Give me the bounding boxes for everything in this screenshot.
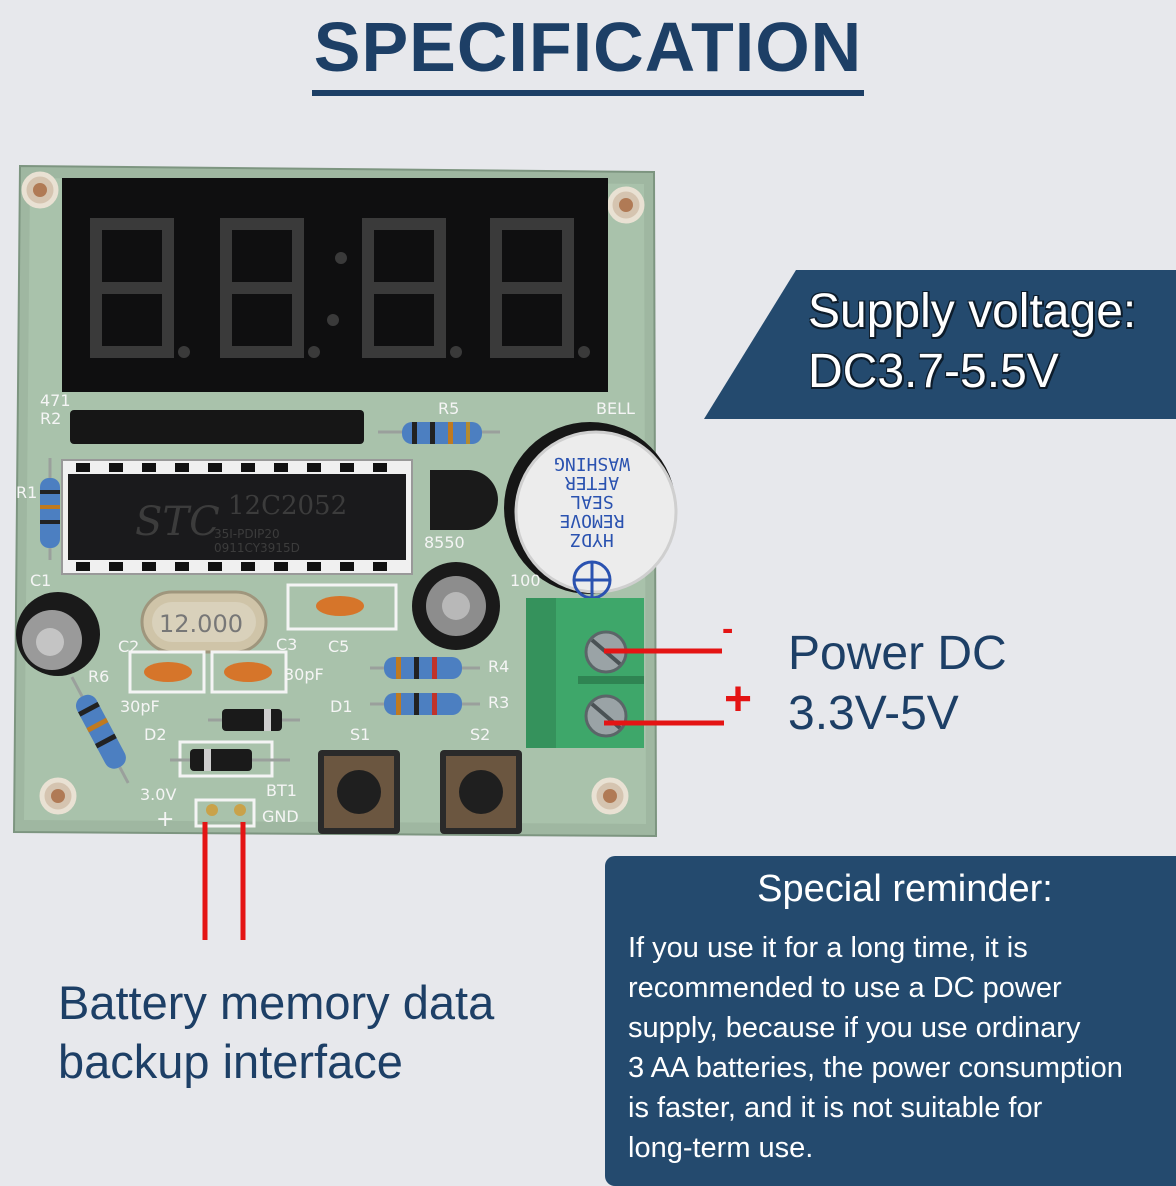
silk-bell: BELL	[596, 399, 635, 418]
buzzer-text-line: AFTER	[565, 472, 619, 493]
supply-voltage-panel	[704, 270, 1176, 419]
ic-pin	[109, 463, 123, 472]
chip-brand-text: STC	[135, 499, 220, 545]
battery-pads	[206, 804, 246, 816]
ic-pin	[373, 463, 387, 472]
crystal-oscillator	[140, 590, 268, 654]
silk-plus: +	[156, 807, 174, 832]
silk-c1: C1	[30, 571, 51, 590]
silk-3v: 3.0V	[140, 785, 176, 804]
ic-pin	[274, 562, 288, 571]
silk-100: 100	[510, 571, 541, 590]
ic-pin	[208, 463, 222, 472]
ic-chip	[68, 474, 406, 560]
reminder-title: Special reminder:	[757, 868, 1053, 910]
silk-r5: R5	[438, 399, 459, 418]
ic-pin	[109, 562, 123, 571]
silk-471: 471	[40, 391, 71, 410]
supply-voltage-title: Supply voltage:	[808, 285, 1137, 338]
silk-d2: D2	[144, 725, 167, 744]
silk-8550: 8550	[424, 533, 465, 552]
silk-r1: R1	[16, 483, 37, 502]
ic-pin	[76, 463, 90, 472]
capacitor-100uf	[412, 562, 500, 650]
push-button-s2	[440, 750, 522, 834]
ic-pin	[241, 463, 255, 472]
crystal-label: 12.000	[159, 610, 243, 638]
chip-model-text: 12C2052	[228, 491, 347, 521]
chip-sub1-text: 35I-PDIP20	[214, 527, 280, 541]
supply-voltage-label: Supply voltage: DC3.7-5.5V	[808, 282, 1136, 402]
annotation-lines	[202, 648, 724, 940]
push-button-s1	[318, 750, 400, 834]
ic-pin	[142, 562, 156, 571]
silk-s2: S2	[470, 725, 490, 744]
buzzer-text-line: REMOVE	[559, 510, 624, 531]
ic-pin	[307, 562, 321, 571]
silk-r4: R4	[488, 657, 509, 676]
buzzer-text-line: SEAL	[570, 491, 614, 512]
silk-d1: D1	[330, 697, 353, 716]
battery-line-2: backup interface	[58, 1035, 403, 1088]
resistor-r6	[70, 676, 130, 784]
silk-30pf-a: 30pF	[120, 697, 160, 716]
minus-sign: -	[722, 610, 734, 648]
resistor-r5	[378, 422, 500, 444]
battery-backup-label: Battery memory data backup interface	[58, 973, 494, 1091]
silk-gnd: GND	[262, 807, 299, 826]
diode-d1	[208, 709, 300, 731]
plus-sign: +	[724, 673, 753, 726]
capacitor-c1	[16, 592, 100, 676]
ic-pin	[175, 463, 189, 472]
pin-header-strip	[70, 410, 364, 444]
ic-pin	[340, 562, 354, 571]
ic-pin	[274, 463, 288, 472]
transistor-8550	[430, 470, 498, 530]
decimal-point	[578, 346, 590, 358]
page-heading: SPECIFICATION	[0, 12, 1176, 96]
ic-pin	[340, 463, 354, 472]
page-title: SPECIFICATION	[311, 12, 865, 96]
special-reminder-panel: Special reminder: If you use it for a lo…	[605, 856, 1176, 1186]
reminder-body: If you use it for a long time, it is rec…	[628, 932, 1123, 1164]
ic-pin	[307, 463, 321, 472]
supply-voltage-value: DC3.7-5.5V	[808, 345, 1059, 398]
chip-sub2-text: 0911CY3915D	[214, 541, 300, 555]
silk-c3: C3	[276, 635, 297, 654]
silk-30pf-b: 30pF	[284, 665, 324, 684]
ic-pin	[241, 562, 255, 571]
power-dc-label: Power DC 3.3V-5V	[788, 624, 1007, 744]
silk-c2: C2	[118, 637, 139, 656]
screw-terminal-block	[526, 598, 644, 748]
ic-pin	[76, 562, 90, 571]
silk-bt1: BT1	[266, 781, 297, 800]
silk-c5: C5	[328, 637, 349, 656]
ic-pin	[142, 463, 156, 472]
buzzer-text-line: HYDZ	[570, 529, 614, 550]
ic-pin	[175, 562, 189, 571]
battery-line-1: Battery memory data	[58, 976, 495, 1029]
decimal-point	[308, 346, 320, 358]
ic-pin	[373, 562, 387, 571]
ic-pin	[208, 562, 222, 571]
power-dc-title: Power DC	[788, 627, 1007, 680]
silk-r2: R2	[40, 409, 61, 428]
power-dc-value: 3.3V-5V	[788, 687, 959, 740]
display-digits	[90, 218, 590, 358]
resistor-r4	[370, 657, 480, 679]
decimal-point	[450, 346, 462, 358]
silk-s1: S1	[350, 725, 370, 744]
buzzer-text-line: WASHING	[554, 453, 630, 474]
diode-d2	[170, 749, 290, 771]
silk-r6: R6	[88, 667, 109, 686]
resistor-r3	[370, 693, 480, 715]
resistor-r1	[40, 458, 60, 560]
silk-r3: R3	[488, 693, 509, 712]
buzzer	[504, 422, 678, 600]
decimal-point	[178, 346, 190, 358]
